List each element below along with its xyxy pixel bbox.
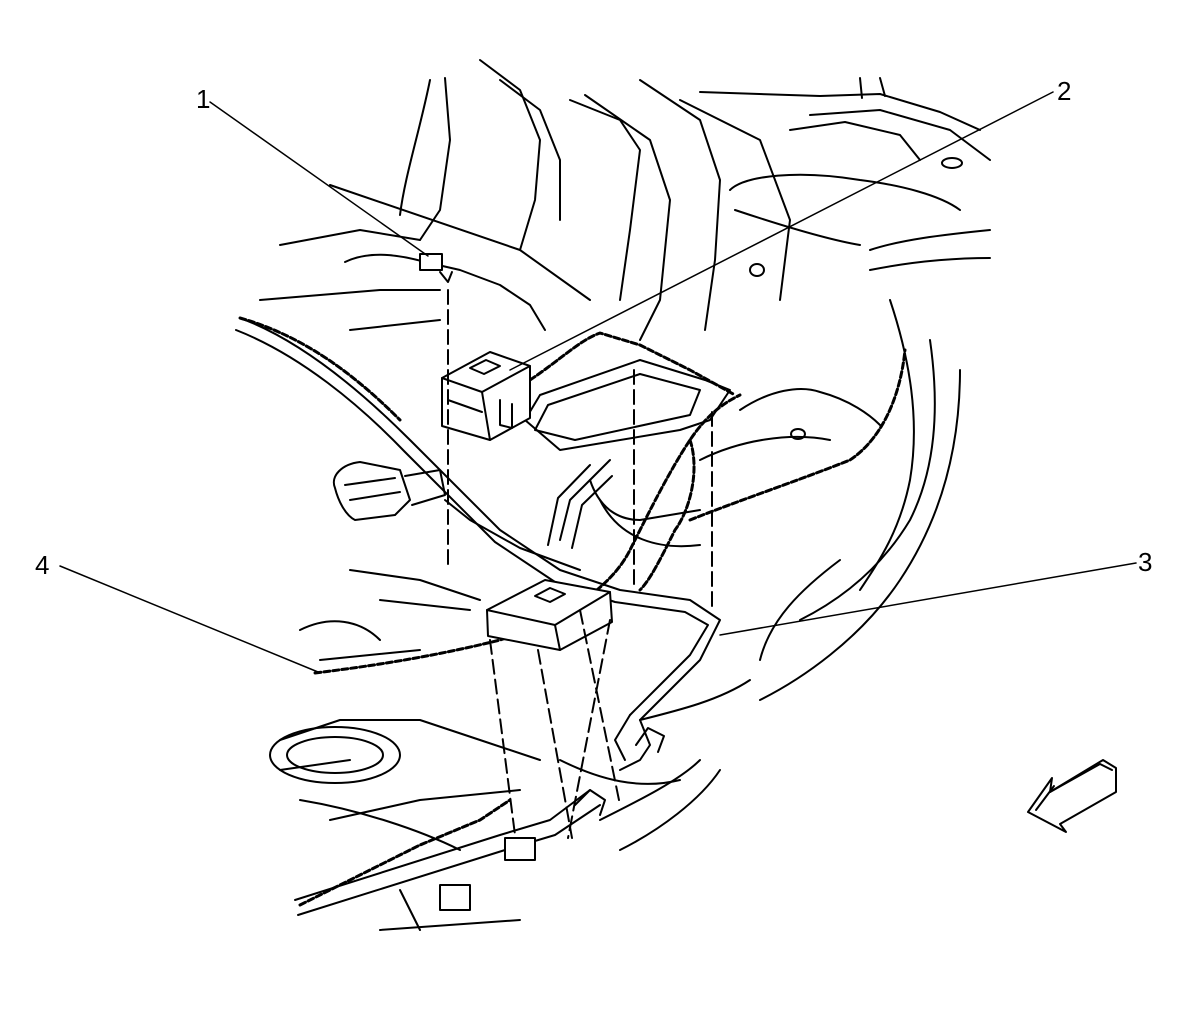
leader-line-4 — [59, 565, 319, 673]
direction-arrow-icon — [1027, 759, 1117, 833]
leader-line-2 — [509, 91, 1054, 371]
callout-label-3: 3 — [1138, 547, 1153, 577]
leader-line-3 — [719, 562, 1137, 636]
lower-rail — [294, 727, 665, 916]
callout-label-2: 2 — [1057, 76, 1072, 106]
leader-line-1 — [209, 101, 429, 257]
relay-block — [441, 351, 531, 441]
callout-label-1: 1 — [196, 84, 211, 114]
leader-lines — [59, 91, 1137, 673]
pin-wire — [344, 253, 546, 331]
electrical-connector — [332, 461, 446, 521]
wiring-harness — [235, 317, 721, 771]
installation-lines — [447, 289, 713, 839]
floor-panel — [259, 59, 991, 931]
callout-label-4: 4 — [35, 550, 50, 580]
junction-block — [486, 579, 613, 651]
